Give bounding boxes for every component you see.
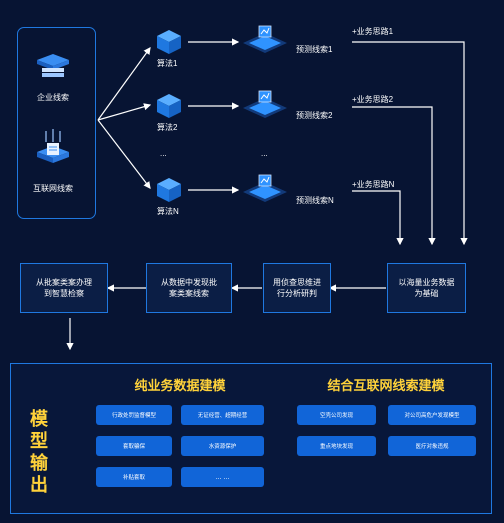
server-icon [35,52,71,82]
algorithm-label: 算法2 [157,123,178,132]
model-tag: 行政处罚监督模型 [96,405,172,425]
model-tag: 医疗对象违规 [388,436,476,456]
flow-step-investigative-analysis: 用侦查思维进行分析研判 [263,263,331,313]
source-panel [17,27,96,219]
model-output-label: 模型输出 [30,409,52,495]
model-tag: 空壳公司发现 [297,405,376,425]
prediction-label: 预测线索N [296,196,334,205]
prediction-label: 预测线索1 [296,45,333,54]
prediction-label: 预测线索2 [296,111,333,120]
model-tag: 水资源保护 [181,436,264,456]
algorithm-label: 算法1 [157,59,178,68]
algorithm-label: 算法N [157,207,179,216]
algorithm-cube-icon [156,177,182,203]
prediction-chart-icon [242,174,288,208]
algorithm-cube-icon [156,29,182,55]
pure-business-modeling-title: 纯业务数据建模 [134,378,226,393]
algorithm-ellipsis: ... [160,149,167,158]
internet-combined-modeling-title: 结合互联网线索建模 [327,378,445,393]
model-tag: ... ... [181,467,264,487]
business-idea-label: +业务思路2 [352,95,394,104]
model-tag: 无证经营、超期经营 [181,405,264,425]
flow-step-data-foundation: 以海量业务数据为基础 [387,263,466,313]
prediction-ellipsis: ... [261,149,268,158]
algorithm-cube-icon [156,93,182,119]
flow-step-smart-procuratorate: 从批案类案办理到智慧检察 [20,263,108,313]
flow-step-discover-batch-cases: 从数据中发现批案类案线索 [146,263,232,313]
model-tag: 重点地块发现 [297,436,376,456]
model-tag: 补贴套取 [96,467,172,487]
enterprise-clue-label: 企业线索 [37,93,69,102]
business-idea-label: +业务思路N [352,180,395,189]
internet-clue-label: 互联网线索 [33,184,73,193]
upload-document-icon [35,128,71,172]
prediction-chart-icon [242,90,288,124]
model-tag: 套取骗保 [96,436,172,456]
business-idea-label: +业务思路1 [352,27,394,36]
prediction-chart-icon [242,25,288,59]
model-tag: 对公司高危户发现模型 [388,405,476,425]
